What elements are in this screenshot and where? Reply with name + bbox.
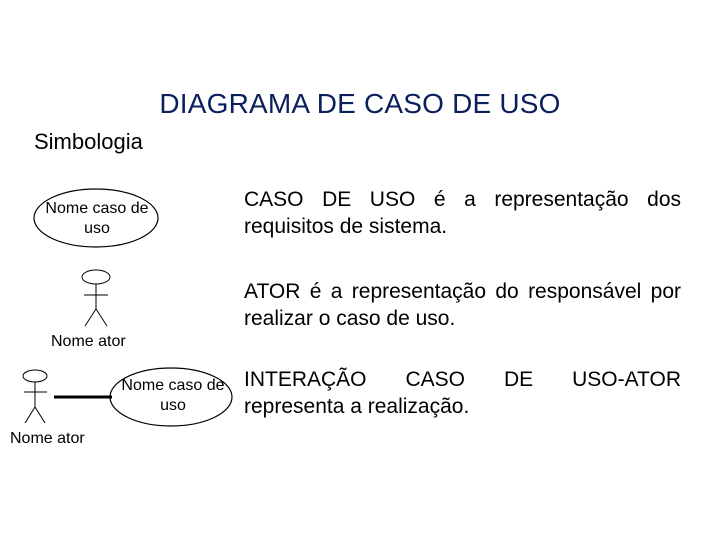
- interaction-desc-line2: representa a realização.: [244, 395, 470, 418]
- interaction-use-case-label: Nome caso de uso: [108, 376, 238, 416]
- interaction-use-case-ellipse-icon: [109, 367, 233, 427]
- use-case-label: Nome caso de uso: [32, 199, 162, 239]
- interaction-description: INTERAÇÃO CASO DE USO-ATOR representa a …: [244, 366, 681, 420]
- interaction-actor-label: Nome ator: [10, 430, 85, 447]
- use-case-description: CASO DE USO é a representação dos requis…: [244, 186, 681, 240]
- use-case-label-line2: uso: [84, 220, 110, 237]
- use-case-label-line1: Nome caso de: [45, 200, 149, 217]
- actor-description: ATOR é a representação do responsável po…: [244, 278, 681, 332]
- use-case-desc-rest: é a representação dos requisitos de sist…: [244, 188, 681, 238]
- actor-desc-rest: é a representação do responsável por rea…: [244, 280, 681, 330]
- section-subtitle: Simbologia: [34, 129, 143, 154]
- interaction-desc-line1: INTERAÇÃO CASO DE USO-ATOR: [244, 368, 681, 391]
- actor-label: Nome ator: [51, 333, 126, 350]
- interaction-actor-stick-figure-icon: [22, 369, 48, 424]
- actor-stick-figure-icon: [81, 269, 111, 327]
- use-case-ellipse-icon: [33, 188, 159, 248]
- association-line-icon: [54, 395, 112, 399]
- page-title: DIAGRAMA DE CASO DE USO: [159, 88, 561, 119]
- use-case-desc-lead: CASO DE USO: [244, 188, 416, 211]
- actor-desc-lead: ATOR: [244, 280, 301, 303]
- interaction-uc-line2: uso: [160, 397, 186, 414]
- interaction-uc-line1: Nome caso de: [121, 377, 225, 394]
